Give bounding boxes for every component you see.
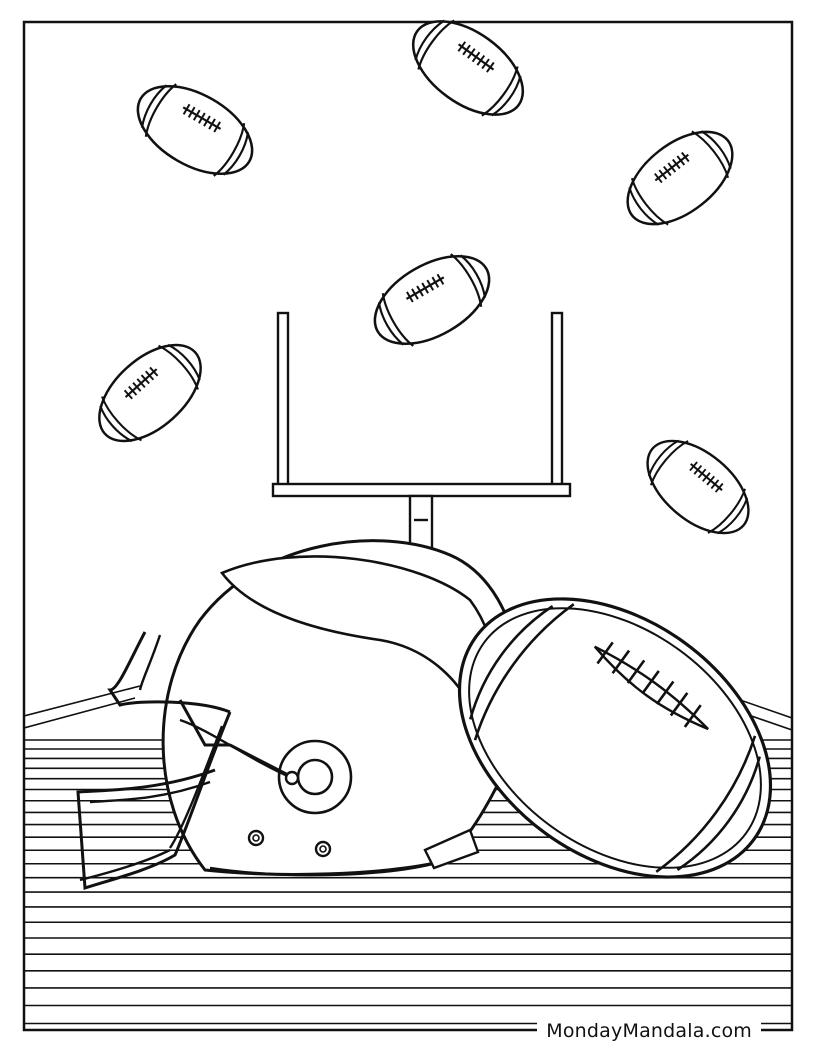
goal-post: [271, 311, 572, 568]
flying-football: [121, 66, 269, 194]
football-helmet: [76, 539, 522, 891]
field-side-left: [24, 685, 141, 729]
flying-football: [358, 236, 506, 364]
flying-football: [629, 421, 767, 553]
flying-footballs: [80, 1, 767, 553]
flying-football: [80, 325, 220, 461]
watermark: MondayMandala.com: [0, 1016, 816, 1046]
football: [457, 597, 773, 879]
watermark-text: MondayMandala.com: [537, 1020, 761, 1042]
flying-football: [609, 112, 751, 244]
page-frame: [22, 20, 794, 1032]
